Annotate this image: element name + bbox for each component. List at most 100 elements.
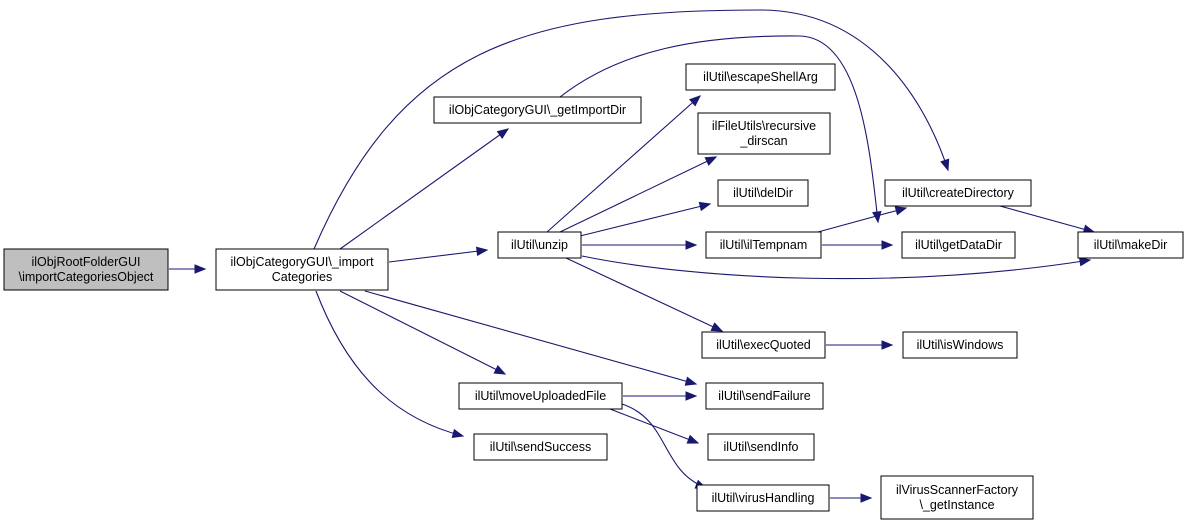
edge-moveUploadedFile-to-sendInfo-arrowhead (686, 434, 700, 444)
edge-moveUploadedFile-to-sendInfo (609, 408, 699, 444)
edge-importCategories-to-sendSuccess-arrowhead (451, 428, 465, 439)
node-box (705, 231, 822, 259)
edge-importCategories-to-moveUploadedFile (339, 290, 506, 375)
edge-unzip-to-escapeShellArg-arrowhead (689, 95, 702, 107)
node-createDirectory[interactable]: ilUtil\createDirectory (884, 179, 1032, 207)
node-label: ilVirusScannerFactory (896, 483, 1019, 497)
node-label: ilUtil\escapeShellArg (703, 70, 818, 84)
node-label: ilUtil\sendFailure (718, 389, 810, 403)
edge-importCategories-to-sendFailure (364, 290, 697, 385)
node-label: ilUtil\virusHandling (712, 491, 815, 505)
node-virusScannerFactory[interactable]: ilVirusScannerFactory\_getInstance (880, 475, 1034, 520)
node-box (1077, 231, 1184, 259)
node-box (473, 433, 608, 461)
node-importCategories[interactable]: ilObjCategoryGUI\_importCategories (215, 248, 389, 291)
edge-importCategories-to-unzip-arrowhead (476, 246, 489, 256)
edge-ilTempnam-to-createDirectory (817, 207, 907, 233)
node-box (701, 331, 826, 359)
edge-moveUploadedFile-to-virusHandling (621, 403, 707, 489)
node-label: ilUtil\execQuoted (716, 338, 811, 352)
edge-importCategories-to-getImportDir (339, 128, 509, 250)
node-box (697, 112, 831, 155)
node-box (901, 231, 1016, 259)
node-execQuoted[interactable]: ilUtil\execQuoted (701, 331, 826, 359)
call-graph-nodes: ilObjRootFolderGUI\importCategoriesObjec… (3, 63, 1184, 520)
edge-unzip-to-makeDir (581, 255, 1091, 280)
edge-ilTempnam-to-createDirectory-arrowhead (894, 206, 908, 216)
node-label: ilUtil\moveUploadedFile (475, 389, 606, 403)
node-isWindows[interactable]: ilUtil\isWindows (902, 331, 1018, 359)
edge-moveUploadedFile-to-sendFailure-arrowhead (685, 391, 698, 401)
edge-unzip-to-makeDir-arrowhead (1078, 256, 1092, 267)
node-getDataDir[interactable]: ilUtil\getDataDir (901, 231, 1016, 259)
edge-importCategories-to-sendFailure-arrowhead (684, 376, 698, 386)
edge-virusHandling-to-virusScannerFactory-arrowhead (860, 493, 873, 503)
node-root[interactable]: ilObjRootFolderGUI\importCategoriesObjec… (3, 248, 169, 291)
call-graph-edges (169, 9, 1096, 503)
node-box (884, 179, 1032, 207)
edge-unzip-to-recursiveDirscan (559, 156, 717, 233)
node-label: \importCategoriesObject (19, 270, 154, 284)
edge-importCategories-to-getImportDir-arrowhead (496, 128, 510, 139)
node-label: ilUtil\sendInfo (723, 440, 798, 454)
node-label: ilUtil\delDir (733, 186, 793, 200)
node-getImportDir[interactable]: ilObjCategoryGUI\_getImportDir (433, 96, 642, 124)
node-box (696, 484, 830, 512)
edge-createDirectory-to-makeDir (999, 205, 1095, 233)
node-box (902, 331, 1018, 359)
edge-importCategories-to-createDirectory-arrowhead (940, 158, 950, 172)
node-label: ilUtil\ilTempnam (720, 238, 808, 252)
edge-unzip-to-delDir (579, 203, 711, 237)
node-box (717, 179, 809, 207)
edge-unzip-to-escapeShellArg (546, 95, 701, 233)
edge-unzip-to-ilTempnam-arrowhead (685, 240, 698, 250)
edge-getImportDir-to-getDataDir (559, 35, 879, 223)
node-recursiveDirscan[interactable]: ilFileUtils\recursive_dirscan (697, 112, 831, 155)
node-box (705, 382, 824, 410)
edge-importCategories-to-sendSuccess (315, 290, 464, 437)
node-escapeShellArg[interactable]: ilUtil\escapeShellArg (685, 63, 836, 91)
edge-unzip-to-execQuoted-arrowhead (710, 322, 724, 332)
node-label: ilUtil\getDataDir (915, 238, 1002, 252)
node-virusHandling[interactable]: ilUtil\virusHandling (696, 484, 830, 512)
node-label: ilObjCategoryGUI\_getImportDir (449, 103, 626, 117)
node-box (707, 433, 815, 461)
node-box (458, 382, 623, 410)
edge-importCategories-to-moveUploadedFile-arrowhead (493, 365, 507, 375)
node-label: ilUtil\isWindows (917, 338, 1004, 352)
node-ilTempnam[interactable]: ilUtil\ilTempnam (705, 231, 822, 259)
node-label: ilFileUtils\recursive (712, 119, 816, 133)
node-moveUploadedFile[interactable]: ilUtil\moveUploadedFile (458, 382, 623, 410)
node-box (3, 248, 169, 291)
node-box (433, 96, 642, 124)
node-label: \_getInstance (919, 498, 994, 512)
node-label: Categories (272, 270, 332, 284)
node-label: ilUtil\sendSuccess (490, 440, 591, 454)
node-box (497, 231, 582, 259)
node-sendInfo[interactable]: ilUtil\sendInfo (707, 433, 815, 461)
node-label: ilObjCategoryGUI\_import (230, 255, 374, 269)
node-sendFailure[interactable]: ilUtil\sendFailure (705, 382, 824, 410)
node-label: ilUtil\unzip (511, 238, 568, 252)
edge-execQuoted-to-isWindows-arrowhead (881, 340, 894, 350)
edge-getImportDir-to-getDataDir-arrowhead (872, 211, 882, 224)
edge-unzip-to-execQuoted (565, 257, 723, 332)
node-label: _dirscan (739, 134, 787, 148)
node-makeDir[interactable]: ilUtil\makeDir (1077, 231, 1184, 259)
node-unzip[interactable]: ilUtil\unzip (497, 231, 582, 259)
node-box (685, 63, 836, 91)
edge-importCategories-to-unzip (388, 249, 488, 263)
edge-unzip-to-delDir-arrowhead (698, 201, 712, 212)
node-delDir[interactable]: ilUtil\delDir (717, 179, 809, 207)
node-label: ilObjRootFolderGUI (31, 255, 140, 269)
edge-importCategories-to-createDirectory (313, 9, 949, 250)
node-box (215, 248, 389, 291)
edge-root-to-importCategories-arrowhead (194, 264, 207, 274)
edge-unzip-to-recursiveDirscan-arrowhead (704, 156, 718, 166)
node-label: ilUtil\createDirectory (902, 186, 1015, 200)
edge-ilTempnam-to-getDataDir-arrowhead (881, 240, 894, 250)
node-label: ilUtil\makeDir (1094, 238, 1168, 252)
node-sendSuccess[interactable]: ilUtil\sendSuccess (473, 433, 608, 461)
node-box (880, 475, 1034, 520)
